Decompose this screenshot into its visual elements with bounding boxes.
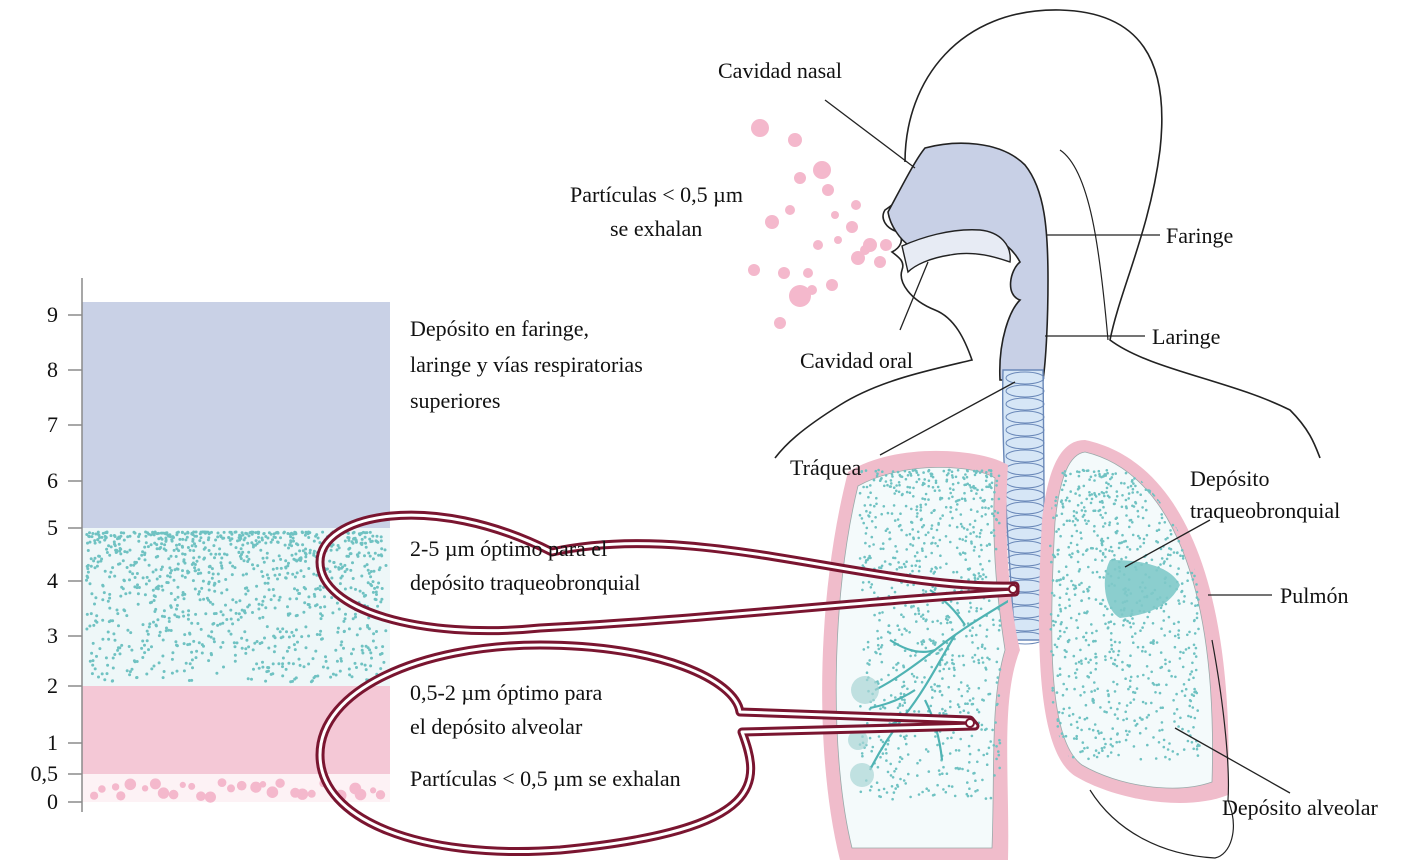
pharynx-label: Faringe <box>1166 223 1233 248</box>
scale-tick-label: 4 <box>47 568 58 593</box>
scale-tick-label: 5 <box>47 515 58 540</box>
scale-tick-label: 6 <box>47 468 58 493</box>
scale-tick-label: 8 <box>47 357 58 382</box>
left-lung <box>822 451 1020 860</box>
exhaled-zone-label: Partículas < 0,5 µm se exhalan <box>410 766 681 791</box>
larynx-label: Laringe <box>1152 324 1220 349</box>
tracheo-deposit-label-1: Depósito <box>1190 466 1269 491</box>
nasal-cavity-label: Cavidad nasal <box>718 58 842 83</box>
trachea-label: Tráquea <box>790 455 862 480</box>
exhaled-particles-label-1: Partículas < 0,5 µm <box>570 182 743 207</box>
scale-tick-label: 9 <box>47 302 58 327</box>
head-outline <box>775 10 1320 458</box>
alveolar-deposit-label: Depósito alveolar <box>1222 795 1378 820</box>
upper-zone-label-1: Depósito en faringe, <box>410 316 589 341</box>
alveolar-zone-label-1: 0,5-2 µm óptimo para <box>410 680 603 705</box>
zone-labels: Depósito en faringe, laringe y vías resp… <box>410 316 681 791</box>
alveolar-zone-label-2: el depósito alveolar <box>410 714 583 739</box>
upper-airway-zone <box>82 302 390 528</box>
face-exhaled-particles <box>748 119 892 329</box>
upper-zone-label-3: superiores <box>410 388 500 413</box>
scale-tick-label: 0,5 <box>31 761 59 786</box>
upper-zone-label-2: laringe y vías respiratorias <box>410 352 643 377</box>
scale-tick-label: 1 <box>47 730 58 755</box>
lung-label: Pulmón <box>1280 583 1348 608</box>
tracheo-zone-label-2: depósito traqueobronquial <box>410 570 640 595</box>
exhaled-particles-label-2: se exhalan <box>610 216 702 241</box>
scale-tick-label: 2 <box>47 673 58 698</box>
size-scale: 9 8 7 6 5 4 3 2 1 0,5 0 <box>31 278 391 814</box>
scale-tick-label: 7 <box>47 412 58 437</box>
scale-ticks: 9 8 7 6 5 4 3 2 1 0,5 0 <box>31 302 83 814</box>
oral-cavity-label: Cavidad oral <box>800 348 913 373</box>
tracheo-deposit-label-2: traqueobronquial <box>1190 498 1340 523</box>
scale-tick-label: 0 <box>47 789 58 814</box>
scale-tick-label: 3 <box>47 623 58 648</box>
tracheo-zone-label-1: 2-5 µm óptimo para el <box>410 536 607 561</box>
